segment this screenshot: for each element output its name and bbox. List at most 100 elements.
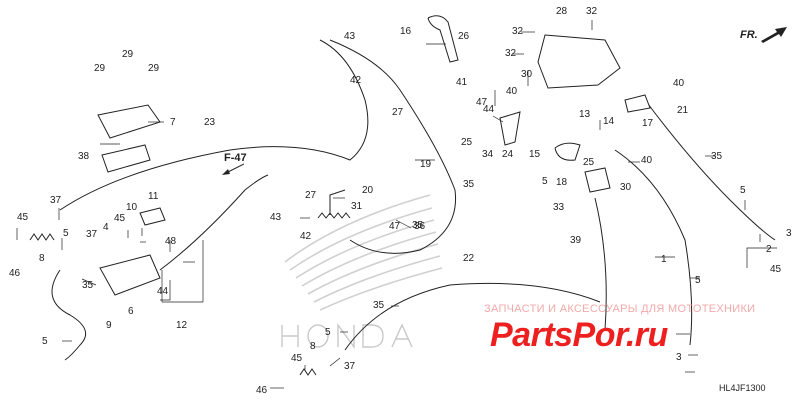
callout-13[interactable]: 13 [579,109,591,120]
callout-27b[interactable]: 27 [305,190,317,201]
callout-19[interactable]: 19 [420,159,432,170]
callout-31[interactable]: 31 [351,201,363,212]
callout-42[interactable]: 42 [350,75,362,86]
callout-24[interactable]: 24 [502,149,514,160]
arrow-icon [760,27,787,43]
cable-22 [344,282,601,351]
cable-12 [159,174,269,271]
diagram-code: HL4JF1300 [719,383,766,393]
leaders [16,20,777,389]
callout-32[interactable]: 32 [512,26,524,37]
callout-11[interactable]: 11 [148,191,159,202]
knob-15 [554,142,581,161]
callout-39[interactable]: 39 [570,235,582,246]
callout-30[interactable]: 30 [521,69,533,80]
bracket-24 [499,111,521,146]
callout-25[interactable]: 25 [461,137,473,148]
callout-3b[interactable]: 3 [676,352,682,363]
callout-42b[interactable]: 42 [300,231,312,242]
callout-2[interactable]: 2 [766,244,772,255]
watermark-caption: ЗАПЧАСТИ И АКСЕССУАРЫ ДЛЯ МОТОТЕХНИКИ [484,303,756,315]
callout-43b[interactable]: 43 [270,212,282,223]
callout-32b[interactable]: 32 [586,6,598,17]
ref-f47: F-47 [222,152,247,175]
callout-29[interactable]: 29 [94,63,106,74]
callout-35[interactable]: 35 [463,179,475,190]
callout-8b[interactable]: 8 [310,341,316,352]
honda-wing-watermark [284,194,443,311]
cable-21 [644,99,776,241]
callout-41[interactable]: 41 [456,77,468,88]
callout-35d[interactable]: 35 [373,300,385,311]
callout-29b[interactable]: 29 [122,49,134,60]
callout-17[interactable]: 17 [642,118,654,129]
springs [29,212,351,376]
callout-7[interactable]: 7 [170,117,176,128]
callout-5c[interactable]: 5 [695,275,701,286]
callout-4[interactable]: 4 [103,222,109,233]
front-direction-arrow: FR. [740,27,787,43]
callout-44b[interactable]: 44 [483,104,495,115]
callout-45c[interactable]: 45 [770,264,782,275]
callout-40[interactable]: 40 [673,78,685,89]
unit-6 [99,254,161,296]
callout-3[interactable]: 3 [786,228,792,239]
callout-35c[interactable]: 35 [82,280,94,291]
cable-1 [594,197,607,331]
callout-45b[interactable]: 45 [114,213,126,224]
callout-18[interactable]: 18 [556,177,568,188]
callout-46b[interactable]: 46 [256,385,268,396]
callout-9[interactable]: 9 [106,320,112,331]
callout-5d[interactable]: 5 [740,185,746,196]
callout-15[interactable]: 15 [529,149,541,160]
callout-34[interactable]: 34 [482,149,494,160]
callout-33[interactable]: 33 [553,202,565,213]
callout-21[interactable]: 21 [677,105,689,116]
callout-48[interactable]: 48 [165,236,177,247]
callout-45d[interactable]: 45 [291,353,303,364]
callout-5b[interactable]: 5 [42,336,48,347]
callout-44[interactable]: 44 [157,286,169,297]
bracket-21 [624,94,651,113]
callout-32c[interactable]: 32 [505,48,517,59]
callout-40b[interactable]: 40 [506,86,518,97]
callout-1[interactable]: 1 [661,254,667,265]
callout-40c[interactable]: 40 [641,155,653,166]
callout-30b[interactable]: 30 [620,182,632,193]
ref-label: F-47 [224,152,247,164]
callout-14[interactable]: 14 [603,116,615,127]
callout-16[interactable]: 16 [400,26,412,37]
callout-37[interactable]: 37 [50,195,62,206]
callout-8[interactable]: 8 [39,253,45,264]
spring-47 [317,212,351,219]
honda-text-watermark [281,322,413,350]
callout-5[interactable]: 5 [63,228,69,239]
callout-47[interactable]: 47 [389,221,401,232]
callout-45[interactable]: 45 [17,212,29,223]
callout-28[interactable]: 28 [556,6,568,17]
callout-5f[interactable]: 5 [542,176,548,187]
front-label: FR. [740,28,758,41]
callout-10[interactable]: 10 [126,202,138,213]
callout-25b[interactable]: 25 [583,157,595,168]
callout-35b[interactable]: 35 [711,151,723,162]
switch-11 [139,207,166,226]
callout-23[interactable]: 23 [204,117,216,128]
callout-26[interactable]: 26 [458,31,470,42]
callout-47b[interactable]: 47 [476,97,488,108]
callout-6[interactable]: 6 [128,306,134,317]
callout-37c[interactable]: 37 [344,361,356,372]
callout-43[interactable]: 43 [344,31,356,42]
callout-36[interactable]: 36 [414,221,426,232]
callout-38[interactable]: 38 [78,151,90,162]
callout-29c[interactable]: 29 [148,63,160,74]
spring-8 [29,233,55,241]
callout-27[interactable]: 27 [392,107,404,118]
callout-37b[interactable]: 37 [86,229,98,240]
callout-12[interactable]: 12 [176,320,188,331]
callout-5e[interactable]: 5 [325,327,331,338]
callout-22[interactable]: 22 [463,253,475,264]
callout-20[interactable]: 20 [362,185,374,196]
callout-46[interactable]: 46 [9,268,21,279]
callout-35e[interactable]: 35 [412,220,424,231]
